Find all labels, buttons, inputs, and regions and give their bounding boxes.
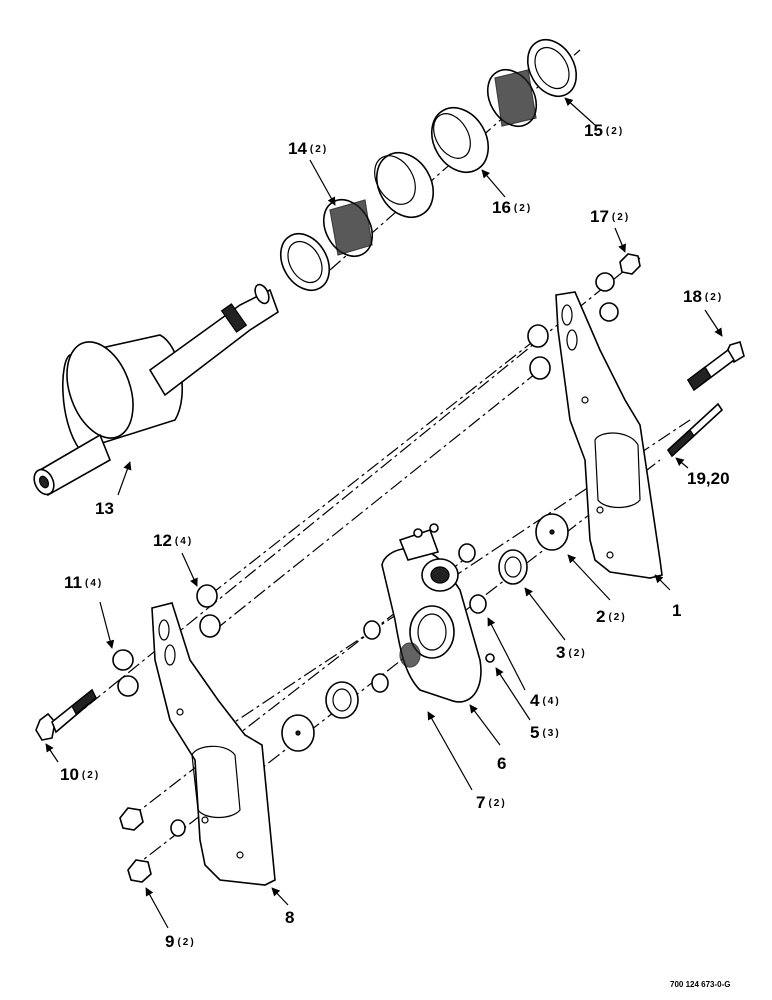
callout-6: 6 <box>497 755 509 772</box>
part-1-right-plate <box>555 291 663 579</box>
callout-12: 12(4) <box>153 532 193 549</box>
callout-7: 7(2) <box>476 794 507 811</box>
callout-4: 4(4) <box>530 692 561 709</box>
callout-number: 17 <box>590 207 609 226</box>
callout-quantity: (4) <box>84 578 104 589</box>
right-hardware <box>363 513 569 693</box>
part-13-shaft-hub <box>33 283 279 497</box>
callout-number: 4 <box>530 691 540 710</box>
callout-number: 8 <box>285 908 295 927</box>
callout-quantity: (2) <box>704 292 724 303</box>
callout-number: 6 <box>497 754 507 773</box>
callout-13: 13 <box>95 500 117 517</box>
callout-number: 11 <box>64 573 82 592</box>
callout-11: 11(4) <box>64 574 103 591</box>
callout-number: 2 <box>596 607 606 626</box>
callout-quantity: (2) <box>568 648 587 659</box>
callout-quantity: (2) <box>177 937 196 948</box>
leader-lines <box>45 97 723 929</box>
part-8-left-plate <box>151 602 276 886</box>
callout-number: 12 <box>153 531 172 550</box>
part-6-center-arm <box>381 528 482 703</box>
callout-quantity: (2) <box>488 798 507 809</box>
callout-15: 15(2) <box>584 122 624 139</box>
callout-3: 3(2) <box>556 644 587 661</box>
callout-quantity: (2) <box>81 770 101 781</box>
callout-number: 10 <box>60 765 79 784</box>
callout-2: 2(2) <box>596 608 627 625</box>
callout-9: 9(2) <box>165 933 196 950</box>
callout-number: 19,20 <box>687 469 730 488</box>
callout-16: 16(2) <box>492 199 532 216</box>
callout-quantity: (2) <box>513 203 533 214</box>
callout-number: 9 <box>165 932 175 951</box>
callout-quantity: (4) <box>542 696 561 707</box>
callout-17: 17(2) <box>590 208 630 225</box>
callout-number: 13 <box>95 499 114 518</box>
callout-quantity: (2) <box>309 144 329 155</box>
callout-quantity: (2) <box>611 212 631 223</box>
callout-number: 15 <box>584 121 603 140</box>
callout-5: 5(3) <box>530 724 561 741</box>
bearing-stack <box>279 38 578 292</box>
callout-10: 10(2) <box>60 766 100 783</box>
callout-14: 14(2) <box>288 140 328 157</box>
callout-quantity: (3) <box>542 728 561 739</box>
callout-number: 1 <box>672 601 682 620</box>
callout-18: 18(2) <box>683 288 723 305</box>
callout-1: 1 <box>672 602 684 619</box>
document-number: 700 124 673-0-G <box>670 980 731 989</box>
callout-quantity: (2) <box>608 612 627 623</box>
callout-number: 5 <box>530 723 540 742</box>
callout-quantity: (4) <box>174 536 194 547</box>
callout-number: 7 <box>476 793 486 812</box>
callout-quantity: (2) <box>605 126 625 137</box>
callout-19-20: 19,20 <box>687 470 733 487</box>
callout-number: 14 <box>288 139 307 158</box>
callout-8: 8 <box>285 909 297 926</box>
callout-number: 3 <box>556 643 566 662</box>
callout-number: 18 <box>683 287 702 306</box>
left-hardware <box>35 253 745 883</box>
callout-number: 16 <box>492 198 511 217</box>
